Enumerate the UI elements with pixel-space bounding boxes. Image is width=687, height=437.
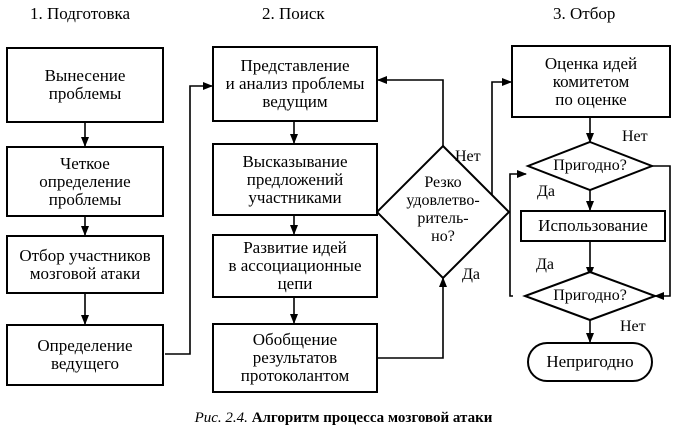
caption-figure-ref: Рис. 2.4. <box>194 410 248 426</box>
decision-1-text: Резко удовлетво- ритель- но? <box>406 174 480 245</box>
node-leader-definition: Определение ведущего <box>6 324 164 386</box>
column-title-search: 2. Поиск <box>262 4 325 23</box>
decision-diamond-3 <box>522 270 658 322</box>
node-association-chains: Развитие идей в ассоциационные цепи <box>212 234 378 298</box>
label-d2-yes: Да <box>537 183 556 200</box>
arrow-d2-no <box>652 165 671 300</box>
label-d1-yes: Да <box>462 266 481 283</box>
decision-diamond-1 <box>375 144 511 280</box>
node-problem-statement: Вынесение проблемы <box>6 47 164 123</box>
node-proposals: Высказывание предложений участниками <box>212 143 378 216</box>
arrow-d1-no <box>377 76 444 146</box>
decision-3-text: Пригодно? <box>553 287 627 304</box>
arrow-d3-yes <box>509 170 527 297</box>
node-problem-definition: Четкое определение проблемы <box>6 146 164 217</box>
node-problem-presentation: Представление и анализ проблемы ведущим <box>212 46 378 122</box>
decision-2-text: Пригодно? <box>553 157 627 174</box>
caption-title: Алгоритм процесса мозговой атаки <box>251 410 493 426</box>
label-d3-yes: Да <box>536 256 555 273</box>
node-usage: Использование <box>520 210 666 242</box>
node-results-summary: Обобщение результатов протоколантом <box>212 323 378 393</box>
terminal-unsuitable: Непригодно <box>527 342 653 382</box>
figure-caption: Рис. 2.4. Алгоритм процесса мозговой ата… <box>0 410 687 427</box>
label-d2-no: Нет <box>622 128 648 145</box>
node-participant-selection: Отбор участников мозговой атаки <box>6 235 164 294</box>
arrow-n4-n5 <box>165 82 213 355</box>
column-title-preparation: 1. Подготовка <box>30 4 131 23</box>
column-title-selection: 3. Отбор <box>553 4 616 23</box>
node-committee-evaluation: Оценка идей комитетом по оценке <box>511 45 671 118</box>
decision-diamond-2 <box>525 140 655 192</box>
arrow-n8-d1 <box>376 277 447 359</box>
label-d3-no: Нет <box>620 318 646 335</box>
label-d1-no: Нет <box>455 148 481 165</box>
